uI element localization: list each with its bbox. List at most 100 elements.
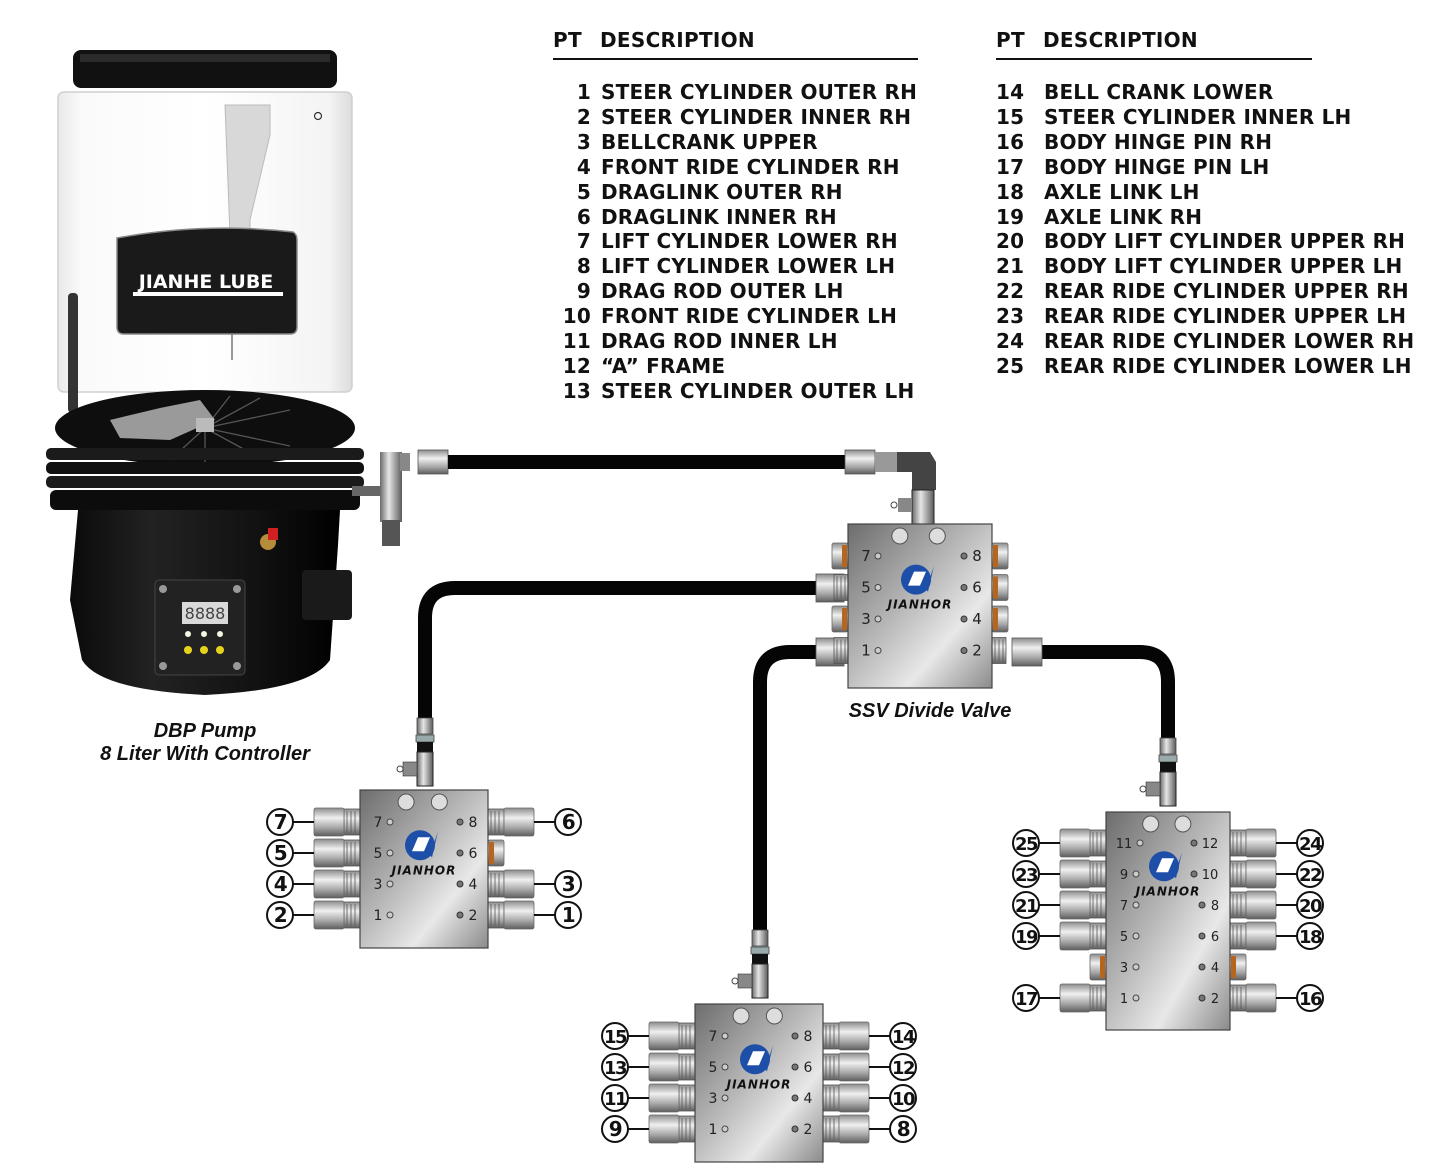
callout-number: 23 [1015, 865, 1038, 886]
hose-ferrule [396, 717, 435, 787]
port-number: 2 [972, 642, 982, 660]
pt-number: 9 [576, 279, 591, 304]
port-number: 8 [804, 1029, 813, 1045]
valve-brand: JIANHOR [390, 863, 457, 877]
callout-number: 7 [274, 810, 287, 834]
callout-balloon: 18 [1276, 922, 1324, 950]
port-number: 8 [972, 547, 982, 565]
outlet-fitting [822, 1114, 870, 1144]
controller-button[interactable] [200, 646, 208, 654]
pt-description: LIFT CYLINDER LOWER LH [601, 254, 896, 279]
outlet-fitting [1229, 859, 1277, 889]
hose-ssv-to-left-valve [418, 581, 818, 718]
port-number: 6 [804, 1060, 813, 1076]
port-number: 4 [804, 1091, 813, 1107]
port-number: 3 [861, 610, 871, 628]
port-number: 3 [709, 1091, 718, 1107]
callout-number: 12 [892, 1058, 914, 1079]
callout-number: 13 [604, 1058, 627, 1079]
callout-balloon: 25 [1012, 829, 1060, 857]
callout-balloon: 21 [1012, 891, 1060, 919]
callout-number: 10 [892, 1089, 915, 1110]
port-hose-nut [833, 574, 849, 601]
callout-number: 8 [897, 1117, 910, 1141]
pt-number: 19 [996, 204, 1025, 229]
outlet-fitting [1059, 828, 1107, 858]
outlet-fitting [313, 869, 361, 899]
jianhor-logo-icon: JIANHOR [1134, 851, 1199, 898]
ssv-inlet-elbow [844, 449, 936, 525]
pt-number: 22 [996, 279, 1025, 304]
outlet-fitting [1229, 983, 1277, 1013]
callout-balloon: 16 [1276, 984, 1324, 1012]
outlet-fitting [1229, 921, 1277, 951]
pt-description: DRAG ROD OUTER LH [601, 279, 844, 304]
outlet-fitting [648, 1114, 696, 1144]
pt-description: REAR RIDE CYLINDER UPPER RH [1044, 279, 1409, 304]
callout-balloon: 10 [869, 1084, 917, 1112]
valve-body [1105, 811, 1231, 1031]
port-number: 5 [861, 579, 871, 597]
pump-caption-line2: 8 Liter With Controller [100, 743, 310, 765]
port-number: 2 [804, 1122, 813, 1138]
port-plug [831, 605, 849, 633]
outlet-fitting [313, 807, 361, 837]
divider-valve-block: 25232119172422201816119753112108642JIANH… [1012, 811, 1324, 1031]
pt-number: 25 [996, 353, 1025, 378]
outlet-fitting [1059, 890, 1107, 920]
outlet-fitting [1059, 921, 1107, 951]
pt-number: 17 [996, 154, 1025, 179]
ssv-caption: SSV Divide Valve [848, 700, 1012, 722]
pt-number: 13 [562, 378, 591, 403]
port-number: 5 [374, 846, 383, 862]
port-number: 8 [1211, 899, 1219, 914]
callout-balloon: 5 [266, 839, 314, 867]
pt-number: 2 [576, 104, 591, 129]
pt-description: BELLCRANK UPPER [601, 129, 818, 154]
controller-button[interactable] [216, 646, 224, 654]
controller-button[interactable] [184, 646, 192, 654]
pt-description: LIFT CYLINDER LOWER RH [601, 229, 898, 254]
callout-number: 20 [1299, 896, 1322, 917]
port-number: 9 [1120, 868, 1128, 883]
port-hose-nut [833, 637, 849, 664]
port-plug [831, 542, 849, 570]
callout-balloon: 19 [1012, 922, 1060, 950]
outlet-fitting [1059, 859, 1107, 889]
callout-balloon: 3 [534, 870, 582, 898]
port-number: 12 [1202, 837, 1219, 852]
port-number: 11 [1116, 837, 1133, 852]
callout-balloon: 15 [601, 1022, 649, 1050]
port-number: 5 [709, 1060, 718, 1076]
callout-number: 1 [562, 903, 575, 927]
pt-description: DRAGLINK OUTER RH [601, 179, 843, 204]
table-header: PT DESCRIPTION [996, 28, 1312, 60]
pt-description: STEER CYLINDER OUTER LH [601, 378, 915, 403]
port-number: 5 [1120, 930, 1128, 945]
port-number: 1 [374, 908, 383, 924]
pt-header: PT [996, 28, 1025, 52]
port-number: 3 [374, 877, 383, 893]
callout-balloon: 1 [534, 901, 582, 929]
outlet-fitting [822, 1052, 870, 1082]
outlet-fitting [648, 1083, 696, 1113]
callout-number: 3 [562, 872, 575, 896]
pump-outlet-fitting [352, 449, 449, 546]
pt-description: AXLE LINK RH [1044, 204, 1203, 229]
table-row: 9 DRAG ROD OUTER LH [553, 279, 918, 304]
port-number: 7 [861, 547, 871, 565]
description-header: DESCRIPTION [1043, 28, 1198, 52]
port-number: 7 [374, 815, 383, 831]
pt-number: 21 [996, 254, 1025, 279]
pt-number: 7 [576, 229, 591, 254]
port-number: 7 [1120, 899, 1128, 914]
